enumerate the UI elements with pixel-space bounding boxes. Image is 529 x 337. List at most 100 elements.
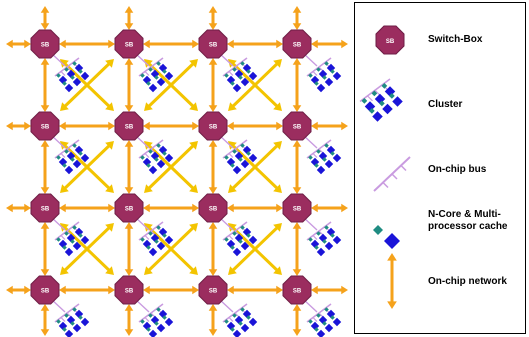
core-diamond — [74, 145, 84, 155]
network-link-edge-head-start — [208, 6, 218, 13]
cache-diamond — [246, 233, 251, 238]
cache-diamond — [246, 69, 251, 74]
cache-diamond — [324, 225, 329, 230]
network-link-head-start — [208, 58, 218, 65]
cache-diamond — [314, 163, 319, 168]
network-link-head-end — [108, 203, 115, 213]
switch-box-shape — [282, 275, 312, 305]
core-diamond — [142, 157, 152, 167]
core-diamond — [64, 329, 74, 337]
core-diamond — [148, 329, 158, 337]
switch-box: SB — [198, 193, 228, 223]
cache-diamond — [140, 155, 145, 160]
switch-box-label: SB — [209, 289, 218, 295]
network-link-head-start — [292, 222, 302, 229]
cache-diamond — [156, 143, 161, 148]
diagonal-link-shaft — [231, 144, 279, 190]
cache-diamond — [240, 143, 245, 148]
switch-box-shape — [30, 275, 60, 305]
core-diamond — [240, 323, 250, 333]
cache-diamond — [62, 163, 67, 168]
bus-tick — [228, 235, 234, 240]
core-diamond — [58, 239, 68, 249]
cluster — [54, 139, 90, 175]
cache-diamond — [389, 93, 395, 99]
bus-tick — [374, 89, 381, 96]
core-diamond — [242, 63, 252, 73]
cache-diamond — [238, 321, 243, 326]
cache-diamond — [162, 69, 167, 74]
network-links — [6, 6, 348, 336]
bus-tick — [228, 71, 234, 76]
cache-diamond — [64, 67, 69, 72]
core-diamond — [64, 165, 74, 175]
cache-diamond — [322, 75, 327, 80]
bus-tick — [60, 71, 66, 76]
network-link-head-start — [143, 203, 150, 213]
core-diamond — [80, 235, 90, 245]
network-link-head-end — [276, 121, 283, 131]
network-link-head-start — [143, 121, 150, 131]
network-link-edge-head-end — [341, 203, 348, 213]
switch-box: SB — [114, 111, 144, 141]
network-link-edge-head-start — [292, 6, 302, 13]
core-diamond — [150, 315, 160, 325]
core-diamond — [310, 239, 320, 249]
bus-tick — [60, 317, 66, 322]
bus-tick — [400, 164, 407, 172]
core-diamond — [326, 227, 336, 237]
network-link-head-end — [40, 187, 50, 194]
cache-diamond — [232, 231, 237, 236]
cache-diamond — [330, 315, 335, 320]
core-diamond — [392, 96, 403, 107]
cache-diamond — [324, 307, 329, 312]
network-link-head-end — [124, 269, 134, 276]
cache-diamond — [316, 231, 321, 236]
cache-diamond — [64, 313, 69, 318]
cache-diamond — [140, 237, 145, 242]
cache-diamond — [62, 327, 67, 332]
cache-diamond — [78, 315, 83, 320]
core-diamond — [74, 227, 84, 237]
cluster — [222, 303, 258, 337]
cache-diamond — [146, 327, 151, 332]
switch-box-shape — [282, 193, 312, 223]
cache-diamond — [322, 157, 327, 162]
cache-diamond — [146, 245, 151, 250]
core-diamond — [150, 69, 160, 79]
cache-diamond — [230, 327, 235, 332]
bus-tick — [144, 153, 150, 158]
cache-diamond — [56, 319, 61, 324]
switch-box-label: SB — [293, 289, 302, 295]
cache-diamond — [314, 245, 319, 250]
core-diamond — [66, 233, 76, 243]
diagonal-link-shaft — [231, 226, 279, 272]
network-link-head-end — [276, 203, 283, 213]
switch-box-label: SB — [209, 43, 218, 49]
cache-diamond — [232, 313, 237, 318]
switch-box-label: SB — [41, 43, 50, 49]
core-diamond — [372, 111, 383, 122]
switch-box-shape — [30, 111, 60, 141]
bus-tick — [60, 235, 66, 240]
diagonal-link-head-start — [189, 141, 198, 150]
bus-tick — [318, 148, 324, 154]
core-diamond — [226, 239, 236, 249]
diagonal-link-head-start — [228, 223, 237, 232]
network-link-edge-head-start — [40, 304, 50, 311]
diagonal-link-head-start — [144, 223, 153, 232]
core-diamond — [164, 317, 174, 327]
core-diamond — [226, 157, 236, 167]
core-diamond — [316, 165, 326, 175]
diagonal-link-head-end — [60, 102, 69, 111]
network-link-edge-head-start — [311, 203, 318, 213]
core-diamond — [72, 159, 82, 169]
network-link-edge-head-end — [124, 329, 134, 336]
switch-box-label: SB — [125, 207, 134, 213]
cache-diamond — [72, 307, 77, 312]
core-diamond — [242, 145, 252, 155]
cache-diamond — [369, 108, 375, 114]
bus-tick — [144, 71, 150, 76]
diagonal-link-shaft — [63, 62, 111, 108]
core-diamond — [324, 241, 334, 251]
